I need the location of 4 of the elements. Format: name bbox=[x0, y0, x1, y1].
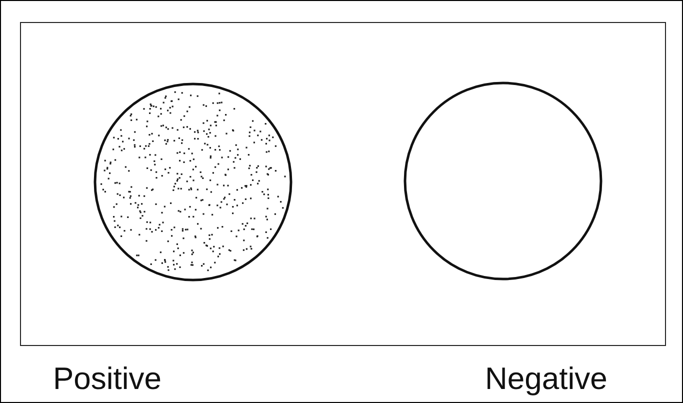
empty-circle bbox=[403, 81, 603, 281]
result-label: Positive bbox=[53, 361, 162, 397]
result-label: Negative bbox=[485, 361, 608, 397]
stippled-circle bbox=[93, 82, 293, 282]
